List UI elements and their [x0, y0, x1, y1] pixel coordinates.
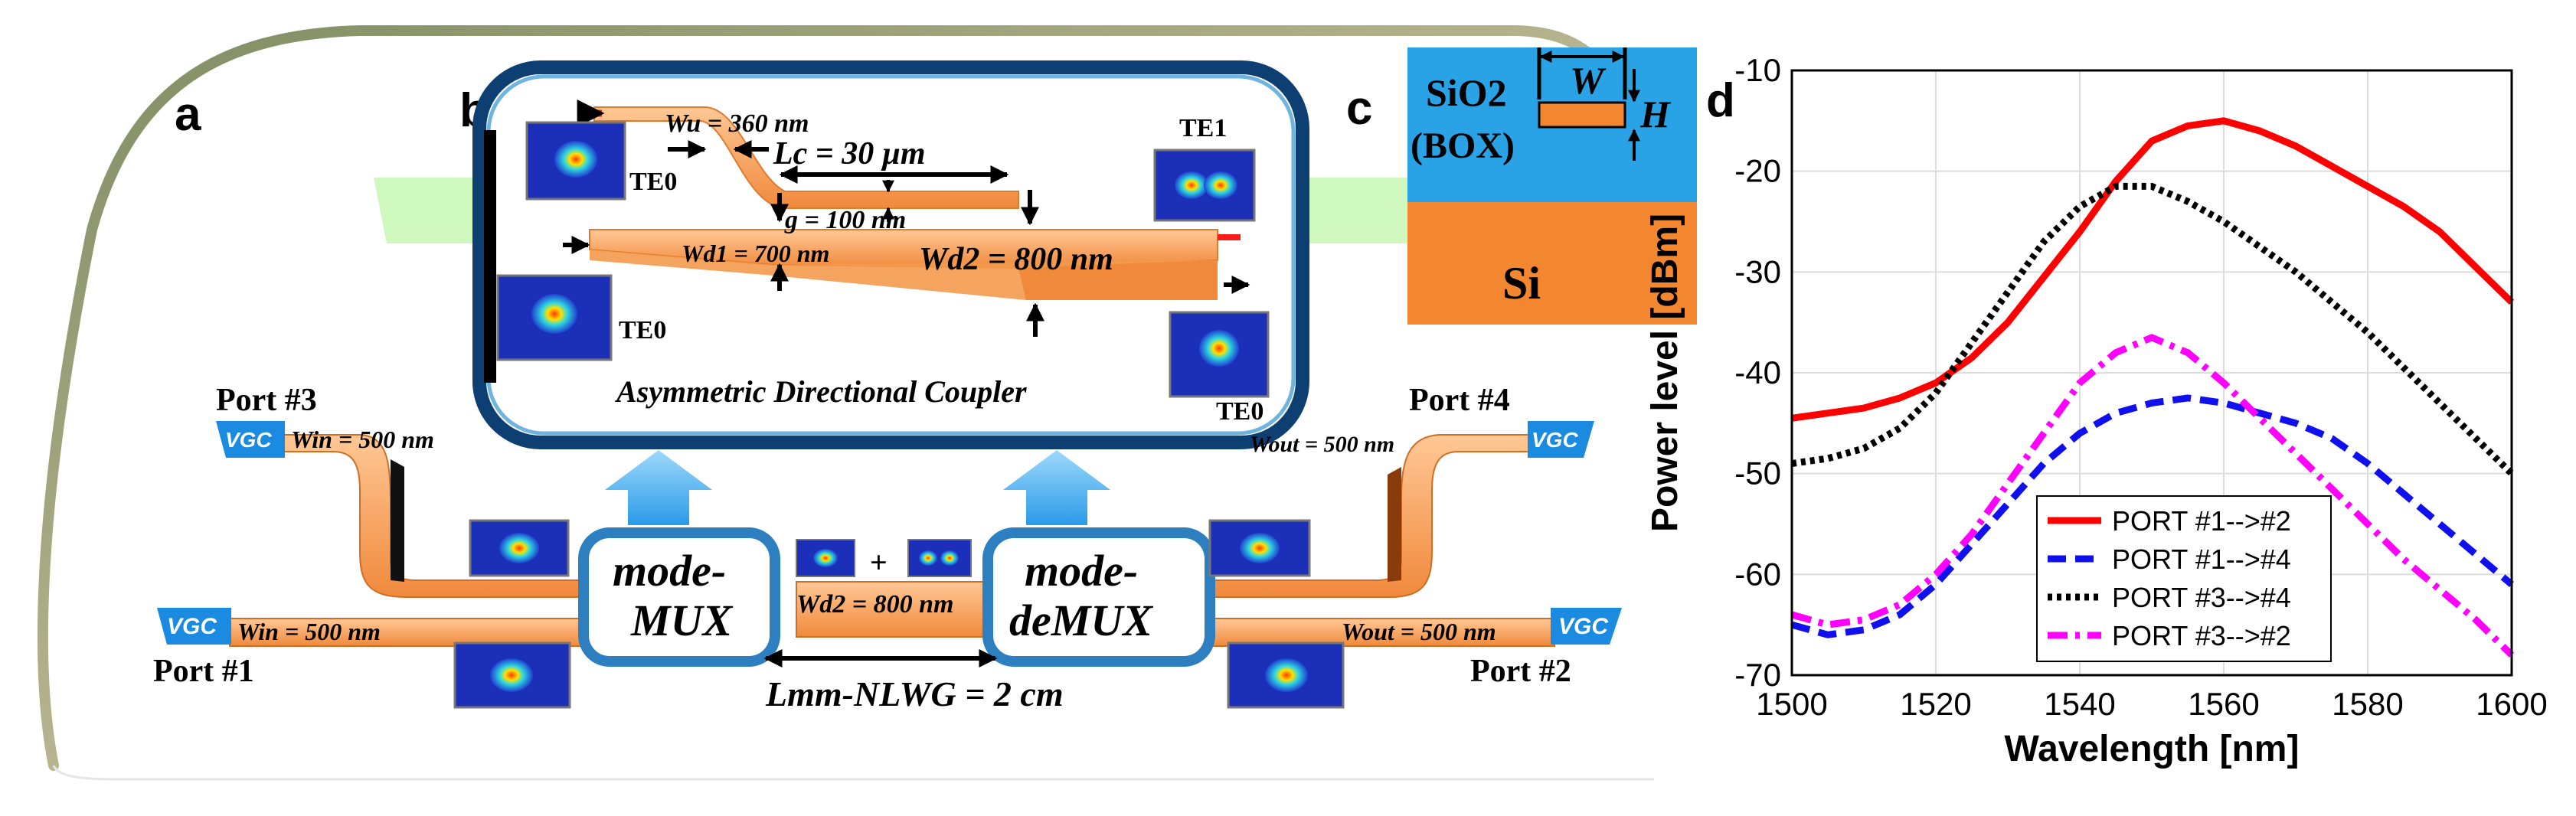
sio2-label: SiO2 — [1426, 71, 1507, 114]
legend-label: PORT #1-->#4 — [2112, 543, 2291, 575]
panel-label-a: a — [175, 88, 201, 141]
outer-outline-bottom — [52, 765, 1654, 781]
label-lc: Lc = 30 µm — [773, 136, 926, 171]
mode-image-demux-bottom — [1227, 641, 1345, 709]
chart-series — [1790, 117, 2515, 658]
te0-top-label: TE0 — [629, 168, 677, 196]
x-axis-label: Wavelength [nm] — [2005, 729, 2300, 769]
mode-image-demux-top — [1208, 519, 1311, 577]
label-wu: Wu = 360 nm — [665, 109, 809, 138]
port4-label: Port #4 — [1409, 383, 1510, 418]
y-axis-label: Power level [dBm] — [1645, 214, 1685, 532]
label-wd2: Wd2 = 800 nm — [919, 242, 1113, 277]
si-label: Si — [1502, 258, 1541, 308]
y-tick-label: -60 — [1734, 556, 1781, 592]
x-tick-label: 1500 — [1756, 686, 1827, 722]
legend-label: PORT #3-->#2 — [2112, 620, 2291, 651]
y-tick-label: -40 — [1734, 354, 1781, 390]
x-tick-label: 1520 — [1900, 686, 1971, 722]
win-top-label: Win = 500 nm — [291, 426, 434, 453]
series-line-4 — [1790, 334, 2515, 658]
svg-text:VGC: VGC — [1558, 614, 1609, 639]
y-tick-label: -30 — [1734, 253, 1781, 289]
up-arrow-right — [1003, 450, 1110, 525]
series-line-1 — [1791, 117, 2515, 422]
x-tick-label: 1540 — [2044, 686, 2115, 722]
coupler-title: Asymmetric Directional Coupler — [614, 374, 1027, 409]
mux-line1: mode- — [613, 546, 726, 596]
port3-label: Port #3 — [216, 383, 317, 418]
chart-ticks: 1500 1520 1540 1560 1580 1600 -10 -20 -30 -40 -50 -… — [1734, 52, 2547, 722]
mode-mux-box — [578, 527, 780, 667]
series-line-3 — [1791, 182, 2515, 476]
vgc-port3: VGC — [216, 421, 285, 458]
chart-panel: d 1500 1520 1540 1560 1580 1600 -10 -20 -30 -40 -5… — [1645, 52, 2548, 769]
demux-line1: mode- — [1025, 546, 1138, 596]
y-tick-label: -10 — [1734, 52, 1781, 88]
win-bottom-label: Win = 500 nm — [237, 618, 381, 645]
mode-image-mux-bottom — [453, 641, 571, 709]
y-tick-label: -20 — [1734, 153, 1781, 189]
port2-label: Port #2 — [1470, 654, 1571, 689]
schematic-panel: a b c Wu = 360 nm Lc = 30 µm g = 100 nm … — [37, 25, 1654, 781]
x-tick-label: 1560 — [2188, 686, 2259, 722]
label-g: g = 100 nm — [784, 206, 906, 234]
vgc-port2: VGC — [1551, 608, 1622, 645]
chart-frame — [1790, 69, 2513, 677]
label-wd1: Wd1 = 700 nm — [682, 240, 829, 267]
mode-image-mux-top — [469, 519, 570, 577]
te0-right-label: TE0 — [1216, 397, 1263, 426]
upper-waveguide — [593, 106, 1019, 209]
mode-image-te0-left — [496, 274, 613, 361]
w-label: W — [1570, 59, 1607, 102]
mode-image-center-te0 — [796, 539, 855, 577]
cross-section-panel: SiO2 (BOX) Si W H — [1407, 47, 1697, 325]
x-tick-label: 1600 — [2476, 686, 2547, 722]
up-arrow-left — [605, 450, 712, 525]
panel-label-c: c — [1346, 82, 1372, 135]
demux-line2: deMUX — [1009, 596, 1153, 645]
port1-waveguide — [229, 618, 598, 647]
series-line-2 — [1790, 394, 2514, 638]
legend-label: PORT #1-->#2 — [2112, 505, 2291, 537]
vgc-port1: VGC — [157, 608, 231, 645]
port2-waveguide — [1209, 618, 1555, 647]
mode-image-te0-right — [1169, 311, 1270, 398]
y-tick-label: -70 — [1734, 657, 1781, 693]
port1-label: Port #1 — [153, 654, 254, 689]
te1-label: TE1 — [1179, 114, 1227, 142]
mode-image-te0-top — [525, 121, 626, 201]
central-waveguide — [796, 581, 989, 638]
mux-line2: MUX — [630, 596, 733, 645]
wd2-center-label: Wd2 = 800 nm — [796, 590, 953, 619]
legend-label: PORT #3-->#4 — [2112, 582, 2291, 613]
plus-sign: + — [870, 545, 888, 579]
si-layer — [1407, 202, 1697, 325]
mode-image-center-te1 — [907, 539, 972, 577]
box-label: (BOX) — [1411, 126, 1515, 166]
wout-bottom-label: Wout = 500 nm — [1342, 618, 1496, 645]
vgc-port4: VGC — [1528, 421, 1594, 458]
te0-left-label: TE0 — [619, 316, 666, 344]
wout-top-label: Wout = 500 nm — [1250, 432, 1394, 457]
y-tick-label: -50 — [1734, 455, 1781, 491]
svg-text:VGC: VGC — [1532, 428, 1578, 452]
panel-label-d: d — [1706, 74, 1735, 127]
mode-image-te1 — [1153, 149, 1256, 222]
x-tick-label: 1580 — [2332, 686, 2403, 722]
svg-text:VGC: VGC — [167, 614, 217, 639]
si-core — [1538, 101, 1626, 129]
mode-demux-box — [982, 527, 1215, 667]
h-label: H — [1639, 93, 1672, 135]
lmm-label: Lmm-NLWG = 2 cm — [765, 674, 1064, 713]
svg-text:VGC: VGC — [225, 428, 272, 452]
outer-outline — [37, 25, 1629, 771]
